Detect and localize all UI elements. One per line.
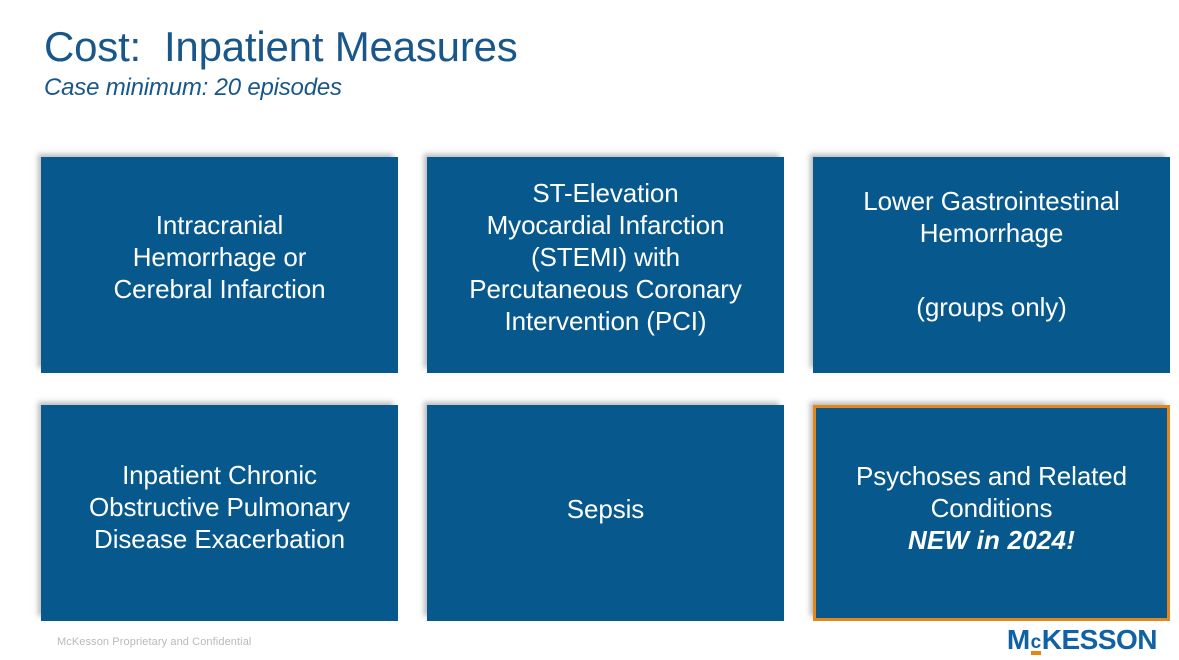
logo-letter-m: M	[1006, 624, 1030, 655]
measure-card-intracranial-hemorrhage-or-cerebral-infarction[interactable]: Intracranial Hemorrhage or Cerebral Infa…	[41, 157, 398, 373]
logo-letters-kesson: KESSON	[1041, 624, 1158, 655]
page-title: Cost: Inpatient Measures	[44, 23, 518, 70]
confidentiality-note: McKesson Proprietary and Confidential	[57, 636, 252, 648]
slide-header: Cost: Inpatient Measures Case minimum: 2…	[44, 22, 944, 103]
measure-card-stemi-with-pci[interactable]: ST-Elevation Myocardial Infarction (STEM…	[427, 157, 784, 373]
measure-card-title-text: Lower Gastrointestinal Hemorrhage	[863, 186, 1120, 248]
measure-card-label: Intracranial Hemorrhage or Cerebral Infa…	[113, 210, 326, 304]
measure-card-label: ST-Elevation Myocardial Infarction (STEM…	[469, 178, 742, 336]
logo-letter-c: c	[1030, 632, 1042, 653]
logo-orange-underline	[1030, 651, 1041, 655]
measure-card-inpatient-copd-exacerbation[interactable]: Inpatient Chronic Obstructive Pulmonary …	[41, 405, 398, 621]
measure-card-label: Sepsis	[566, 494, 645, 524]
measures-grid: Intracranial Hemorrhage or Cerebral Infa…	[41, 157, 1170, 622]
measure-card-lower-gastrointestinal-hemorrhage[interactable]: Lower Gastrointestinal Hemorrhage (group…	[813, 157, 1170, 373]
page-subtitle: Case minimum: 20 episodes	[44, 74, 342, 101]
measure-card-label: Lower Gastrointestinal Hemorrhage (group…	[825, 153, 1158, 355]
mckesson-logo: M c KESSON	[1006, 624, 1158, 655]
measure-card-psychoses-and-related-conditions[interactable]: Psychoses and Related Conditions NEW in …	[813, 405, 1170, 621]
measure-card-new-badge: NEW in 2024!	[907, 525, 1076, 555]
measure-card-label: Psychoses and Related Conditions NEW in …	[828, 428, 1155, 588]
measure-card-spacer	[825, 249, 1158, 259]
logo-letter-c-wrapper: c	[1030, 626, 1042, 655]
measure-card-title-text: Psychoses and Related Conditions	[855, 461, 1128, 523]
measure-card-subnote: (groups only)	[916, 292, 1067, 322]
measure-card-sepsis[interactable]: Sepsis	[427, 405, 784, 621]
measure-card-label: Inpatient Chronic Obstructive Pulmonary …	[89, 460, 350, 554]
